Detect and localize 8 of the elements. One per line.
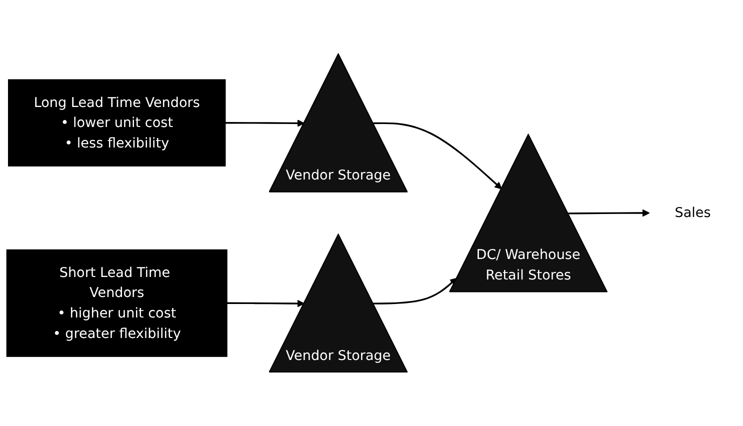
arrow [373, 122, 502, 190]
arrow [226, 300, 305, 308]
node-box: Long Lead Time Vendors • lower unit cost • less flexibility [8, 79, 226, 166]
node-text: Sales [674, 204, 711, 221]
arrow [568, 209, 650, 217]
arrow [373, 278, 458, 304]
arrow [225, 120, 305, 127]
node-box: Short Lead Time Vendors • higher unit cost • greater flexibility [6, 249, 228, 357]
